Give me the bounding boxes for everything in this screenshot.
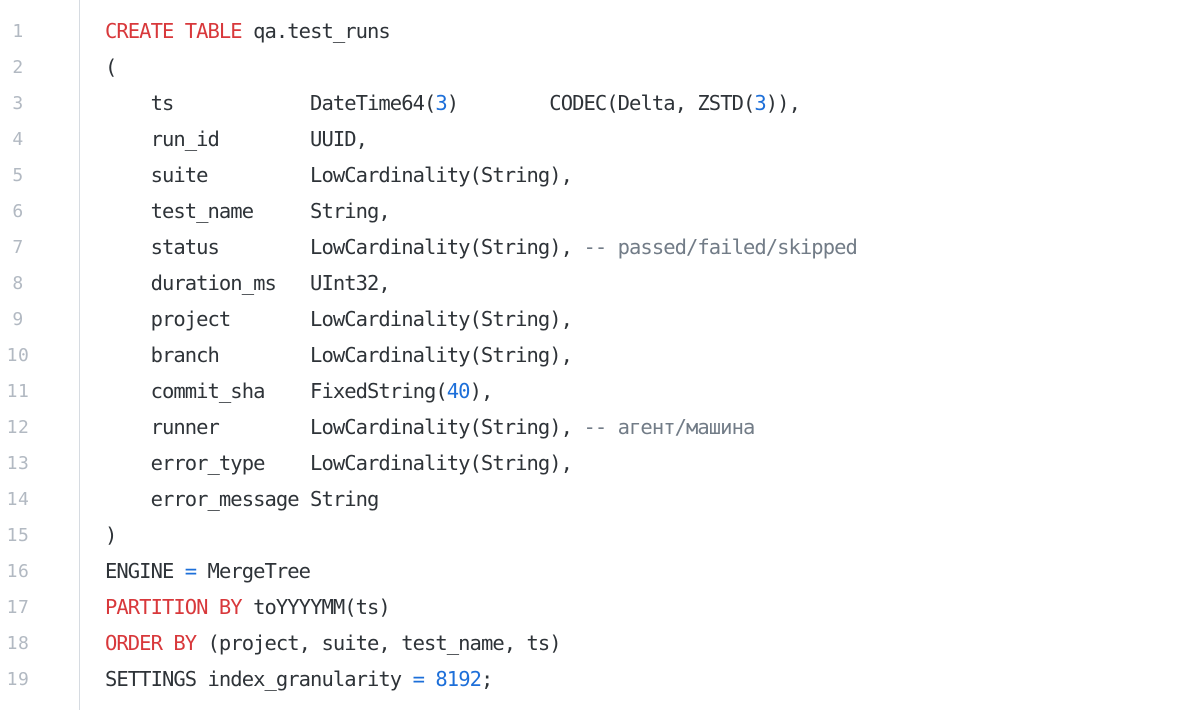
code-line[interactable]: 11 commit_sha FixedString(40), [0, 373, 1200, 409]
code-line[interactable]: 1 CREATE TABLE qa.test_runs [0, 13, 1200, 49]
code-line[interactable]: 6 test_name String, [0, 193, 1200, 229]
code-token: qa.test_runs [241, 19, 391, 43]
code-line[interactable]: 8 duration_ms UInt32, [0, 265, 1200, 301]
code-token: runner LowCardinality(String), [105, 415, 584, 439]
operator-token: = [412, 667, 425, 691]
line-number: 17 [6, 596, 30, 618]
code-token: (project, suite, test_name, ts) [196, 631, 562, 655]
code-token: ), [469, 379, 494, 403]
keyword-token: CREATE TABLE [105, 19, 243, 43]
code-text: ORDER BY (project, suite, test_name, ts) [105, 631, 562, 655]
code-text: status LowCardinality(String), -- passed… [105, 235, 858, 259]
code-text: branch LowCardinality(String), [105, 343, 573, 367]
line-number: 13 [6, 452, 30, 474]
line-number: 3 [12, 92, 24, 114]
comment-token: -- passed/failed/skipped [583, 235, 857, 259]
line-number: 6 [12, 200, 24, 222]
line-number: 8 [12, 272, 24, 294]
code-token: error_type LowCardinality(String), [105, 451, 573, 475]
code-token: status LowCardinality(String), [105, 235, 584, 259]
code-token: toYYYYMM(ts) [241, 595, 391, 619]
code-token: suite LowCardinality(String), [105, 163, 573, 187]
gutter-divider [79, 0, 80, 710]
code-text: test_name String, [105, 199, 391, 223]
code-token: )), [765, 91, 801, 115]
line-number: 15 [6, 524, 30, 546]
line-number: 11 [6, 380, 30, 402]
keyword-token: PARTITION BY [105, 595, 243, 619]
line-number: 16 [6, 560, 30, 582]
line-number: 1 [12, 20, 24, 42]
code-text: ENGINE = MergeTree [105, 559, 311, 583]
code-text: ts DateTime64(3) CODEC(Delta, ZSTD(3)), [105, 91, 801, 115]
code-token: MergeTree [196, 559, 311, 583]
operator-token: = [184, 559, 197, 583]
code-line[interactable]: 19 SETTINGS index_granularity = 8192; [0, 661, 1200, 697]
code-line[interactable]: 10 branch LowCardinality(String), [0, 337, 1200, 373]
comment-token: -- агент/машина [583, 415, 755, 439]
code-text: runner LowCardinality(String), -- агент/… [105, 415, 756, 439]
code-line[interactable]: 16 ENGINE = MergeTree [0, 553, 1200, 589]
code-token: error_message String [105, 487, 380, 511]
code-token: ( [105, 55, 117, 79]
code-token [424, 667, 435, 691]
code-token: branch LowCardinality(String), [105, 343, 573, 367]
code-line[interactable]: 18 ORDER BY (project, suite, test_name, t… [0, 625, 1200, 661]
number-token: 40 [446, 379, 471, 403]
code-token: ts DateTime64( [105, 91, 437, 115]
code-text: run_id UUID, [105, 127, 368, 151]
code-line[interactable]: 7 status LowCardinality(String), -- pass… [0, 229, 1200, 265]
code-line[interactable]: 4 run_id UUID, [0, 121, 1200, 157]
code-text: duration_ms UInt32, [105, 271, 391, 295]
code-text: CREATE TABLE qa.test_runs [105, 19, 391, 43]
code-line[interactable]: 3 ts DateTime64(3) CODEC(Delta, ZSTD(3))… [0, 85, 1200, 121]
line-number: 5 [12, 164, 24, 186]
code-line[interactable]: 2( [0, 49, 1200, 85]
code-text: project LowCardinality(String), [105, 307, 573, 331]
code-token: ) CODEC(Delta, ZSTD( [446, 91, 756, 115]
code-text: ) [105, 523, 117, 547]
code-token: test_name String, [105, 199, 391, 223]
code-token: ; [480, 667, 493, 691]
code-token: ) [105, 523, 117, 547]
code-text: suite LowCardinality(String), [105, 163, 573, 187]
code-token: commit_sha FixedString( [105, 379, 448, 403]
keyword-token: ORDER BY [105, 631, 197, 655]
line-number: 18 [6, 632, 30, 654]
code-text: error_type LowCardinality(String), [105, 451, 573, 475]
code-token: SETTINGS index_granularity [105, 667, 413, 691]
code-token: ENGINE [105, 559, 185, 583]
line-number: 4 [12, 128, 24, 150]
code-line[interactable]: 12 runner LowCardinality(String), -- аге… [0, 409, 1200, 445]
code-line[interactable]: 17 PARTITION BY toYYYYMM(ts) [0, 589, 1200, 625]
line-number: 12 [6, 416, 30, 438]
line-number: 7 [12, 236, 24, 258]
code-text: commit_sha FixedString(40), [105, 379, 494, 403]
line-number: 2 [12, 56, 24, 78]
code-text: SETTINGS index_granularity = 8192; [105, 667, 493, 691]
number-token: 8192 [435, 667, 482, 691]
code-line[interactable]: 9 project LowCardinality(String), [0, 301, 1200, 337]
line-number: 9 [12, 308, 24, 330]
code-line[interactable]: 5 suite LowCardinality(String), [0, 157, 1200, 193]
number-token: 3 [754, 91, 766, 115]
code-line[interactable]: 15) [0, 517, 1200, 553]
code-text: error_message String [105, 487, 380, 511]
code-text: ( [105, 55, 117, 79]
number-token: 3 [435, 91, 447, 115]
code-token: project LowCardinality(String), [105, 307, 573, 331]
line-number: 19 [6, 668, 30, 690]
code-token: duration_ms UInt32, [105, 271, 391, 295]
code-line[interactable]: 14 error_message String [0, 481, 1200, 517]
code-token: run_id UUID, [105, 127, 368, 151]
line-number: 14 [6, 488, 30, 510]
code-line[interactable]: 13 error_type LowCardinality(String), [0, 445, 1200, 481]
code-text: PARTITION BY toYYYYMM(ts) [105, 595, 391, 619]
line-number: 10 [6, 344, 30, 366]
